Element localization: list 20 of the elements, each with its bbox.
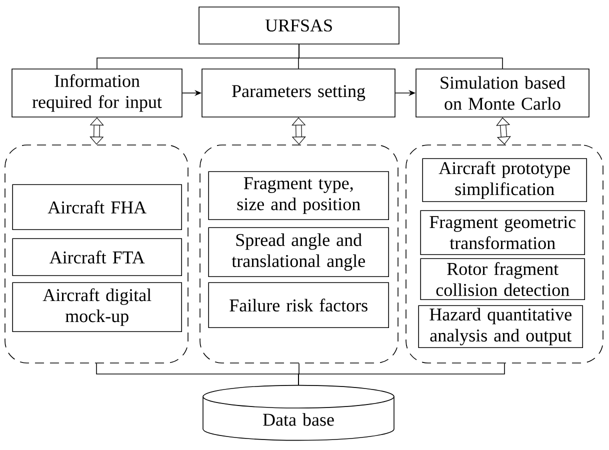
process-box: Information required for input	[12, 68, 182, 118]
process-box: Aircraft digital mock-up	[12, 282, 182, 332]
connector-line	[298, 363, 505, 386]
process-box: Aircraft prototype simplification	[422, 158, 587, 202]
dashed-group-box	[4, 144, 188, 364]
dashed-group-box	[406, 144, 604, 364]
process-box: Fragment type, size and position	[208, 171, 389, 220]
process-box: Parameters setting	[202, 68, 396, 118]
process-box: Aircraft FHA	[12, 184, 182, 230]
process-box: Rotor fragment collision detection	[420, 258, 585, 300]
process-box: Failure risk factors	[208, 282, 389, 328]
process-box: Aircraft FTA	[12, 238, 182, 276]
dashed-group-box	[200, 144, 398, 364]
connector-line	[298, 44, 503, 69]
process-box: Spread angle and translational angle	[208, 227, 389, 277]
process-box: URFSAS	[198, 6, 400, 44]
database-cylinder: Data base	[202, 384, 394, 441]
process-box: Hazard quantitative analysis and output	[418, 305, 583, 348]
process-box: Fragment geometric transformation	[420, 210, 585, 255]
process-box: Simulation based on Monte Carlo	[416, 68, 590, 118]
